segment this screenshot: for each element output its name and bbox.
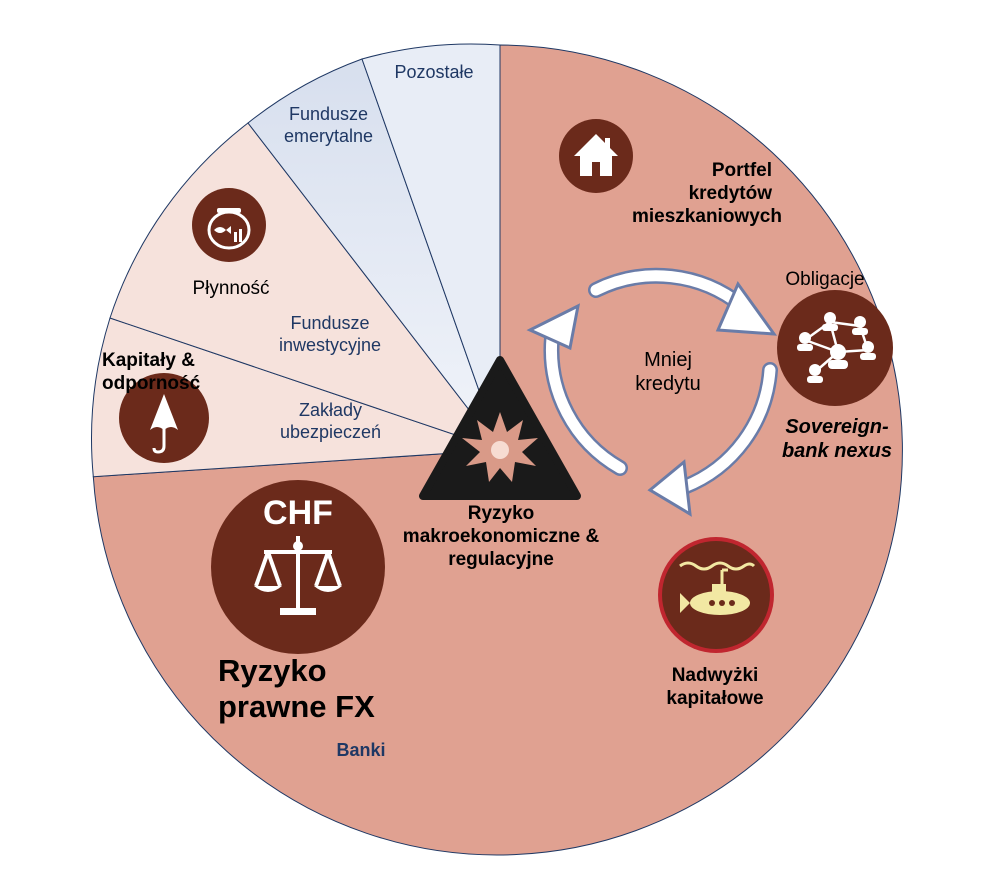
label-cycle-mniej-kredytu: Mniej kredytu	[635, 349, 701, 395]
scales-icon	[211, 480, 385, 654]
segment-label-fundusze-emerytalne: Fundusze emerytalne	[283, 104, 374, 146]
explosion-warning-icon	[419, 356, 581, 500]
label-fx-risk: Ryzyko prawne FX	[218, 653, 418, 724]
network-icon	[777, 290, 893, 406]
label-chf: CHF	[263, 494, 333, 532]
label-plynnosc: Płynność	[192, 278, 270, 299]
segment-pozostale	[361, 43, 501, 451]
label-portfel: Portfel kredytów mieszkaniowych	[632, 160, 782, 227]
fishbowl-icon	[192, 188, 266, 262]
label-fx-risk-line1: Ryzyko	[218, 653, 327, 688]
house-icon	[559, 119, 633, 193]
segment-label-zaklady-ubezpieczen: Zakłady ubezpieczeń	[279, 400, 382, 442]
label-centre-risk: Ryzyko makroekonomiczne & regulacyjne	[402, 503, 600, 570]
segment-label-banki: Banki	[336, 740, 386, 760]
label-kapitaly: Kapitały & odporność	[102, 350, 201, 394]
segment-label-pozostale: Pozostałe	[394, 62, 474, 82]
umbrella-icon	[119, 373, 209, 463]
label-fx-risk-line2: prawne FX	[218, 688, 375, 724]
credit-cycle-arrows	[526, 267, 778, 517]
label-nadwyzki: Nadwyżki kapitałowe	[666, 665, 764, 709]
submarine-icon	[658, 537, 774, 653]
segment-label-fundusze-inwestycyjne: Fundusze inwestycyjne	[278, 313, 382, 355]
label-sovereign-bank-nexus: Sovereign-bank nexus	[781, 416, 893, 462]
label-obligacje: Obligacje	[785, 269, 865, 290]
